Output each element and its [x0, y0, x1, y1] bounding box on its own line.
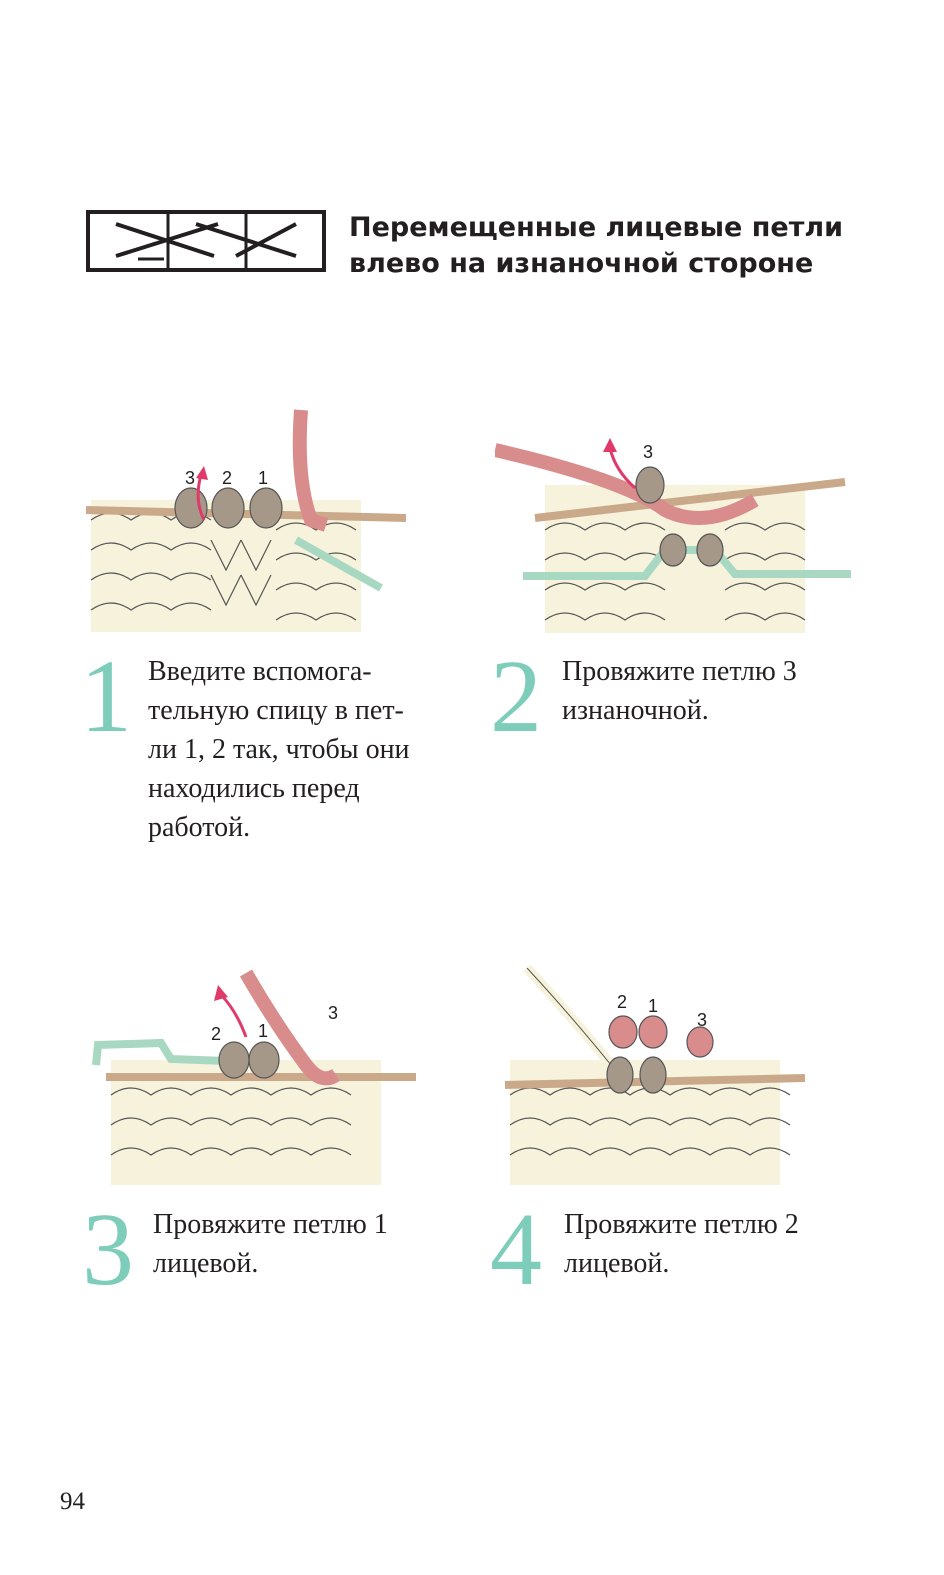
step-1-line: работой.	[148, 812, 251, 843]
step-2-line: Провяжите петлю 3	[562, 656, 797, 687]
step-1-line: тельную спицу в пет-	[148, 695, 404, 726]
loop-label: 3	[328, 1003, 338, 1023]
loop-label: 1	[648, 996, 658, 1016]
step-1-text: Введите вспомога- тельную спицу в пет- л…	[148, 652, 410, 847]
step-2-line: изнаночной.	[562, 695, 709, 726]
step-3-illustration: 2 1 3	[92, 969, 416, 1185]
step-2-number: 2	[490, 639, 542, 754]
step-1-line: ли 1, 2 так, чтобы они	[148, 734, 410, 765]
loop-label: 2	[222, 468, 232, 488]
loop-label: 1	[258, 1021, 268, 1041]
loop-label: 3	[185, 468, 195, 488]
step-4-illustration: 2 1 3	[504, 964, 806, 1185]
loop-label: 2	[211, 1024, 221, 1044]
loop-label: 3	[697, 1010, 707, 1030]
page-title: Перемещенные лицевые петли влево на изна…	[349, 210, 909, 282]
step-4-number: 4	[490, 1192, 542, 1307]
chart-symbol-icon	[86, 210, 326, 272]
step-1-number: 1	[80, 639, 132, 754]
page-number: 94	[60, 1488, 85, 1515]
step-1-line: находились перед	[148, 773, 360, 804]
step-1-line: Введите вспомога-	[148, 656, 372, 687]
step-4-text: Провяжите петлю 2 лицевой.	[564, 1205, 799, 1283]
step-3-line: Провяжите петлю 1	[153, 1209, 388, 1240]
loop-label: 2	[617, 992, 627, 1012]
step-3-number: 3	[82, 1192, 134, 1307]
step-2-text: Провяжите петлю 3 изнаночной.	[562, 652, 797, 730]
loop-label: 1	[258, 468, 268, 488]
title-line-2: влево на изнаночной стороне	[349, 248, 814, 279]
step-1-illustration: 3 2 1	[86, 409, 406, 632]
step-3-line: лицевой.	[153, 1248, 259, 1279]
title-line-1: Перемещенные лицевые петли	[349, 212, 844, 243]
loop-label: 3	[643, 442, 653, 462]
step-4-line: лицевой.	[564, 1248, 670, 1279]
step-3-text: Провяжите петлю 1 лицевой.	[153, 1205, 388, 1283]
step-4-line: Провяжите петлю 2	[564, 1209, 799, 1240]
step-2-illustration: 3	[495, 438, 851, 633]
